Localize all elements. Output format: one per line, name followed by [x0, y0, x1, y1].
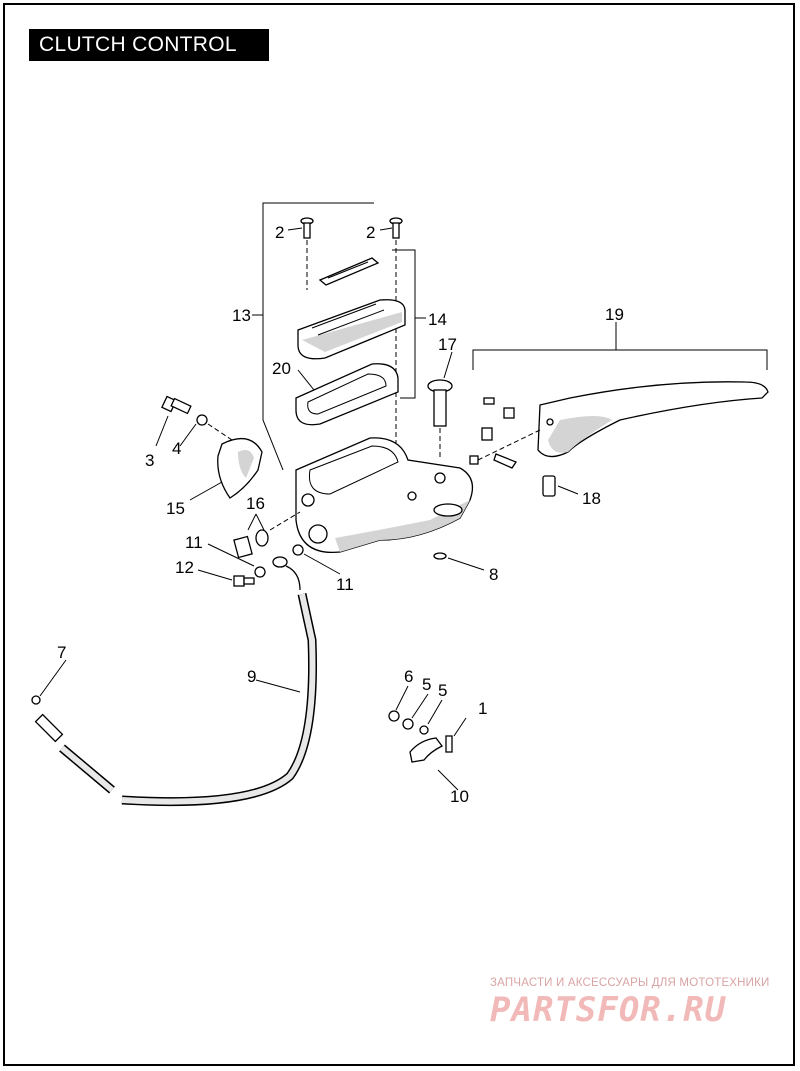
screw-2-right	[389, 217, 403, 470]
clamp-15	[217, 437, 263, 499]
clutch-lever-19	[469, 381, 769, 469]
banjo-bolt-12	[233, 575, 255, 587]
clutch-hose-9	[31, 556, 317, 807]
watermark-tagline: ЗАПЧАСТИ И АКСЕССУАРЫ ДЛЯ МОТОТЕХНИКИ	[490, 977, 770, 989]
callout-10: 10	[450, 787, 469, 806]
leader-lines	[39, 227, 617, 791]
callout-19: 19	[605, 305, 624, 324]
callout-3: 3	[145, 451, 154, 470]
page-title: CLUTCH CONTROL	[29, 29, 269, 61]
callout-9: 9	[247, 667, 256, 686]
callout-18: 18	[582, 489, 601, 508]
callout-17: 17	[438, 335, 457, 354]
washer-5-a	[402, 718, 414, 730]
callout-5-b: 5	[438, 681, 447, 700]
gasket-20	[295, 363, 399, 426]
washer-4	[196, 414, 233, 441]
screw-2-left	[300, 217, 314, 290]
bolt-3	[161, 395, 192, 415]
callout-7: 7	[57, 643, 66, 662]
callout-11-left: 11	[185, 533, 203, 552]
callout-12: 12	[175, 558, 194, 577]
washer-5-b	[419, 725, 429, 735]
screw-1	[445, 735, 453, 753]
callout-1: 1	[478, 699, 487, 718]
diagram-frame	[3, 3, 795, 1066]
callout-15: 15	[166, 499, 185, 518]
bracket-13	[262, 202, 374, 471]
reservoir-cover	[297, 299, 406, 360]
bracket-19	[472, 349, 768, 370]
retaining-ring-8	[433, 552, 447, 560]
reservoir-label-plate	[318, 257, 380, 286]
bushing-18	[542, 475, 556, 497]
callout-2-right: 2	[366, 223, 375, 242]
bracket-14	[392, 249, 416, 399]
master-cylinder-body	[295, 437, 474, 554]
watermark-logo: PARTSFOR.RU	[490, 990, 727, 1030]
cable-bracket-10	[409, 737, 443, 763]
callout-5-a: 5	[422, 675, 431, 694]
callout-20: 20	[272, 359, 291, 378]
cap-16	[233, 511, 301, 559]
callout-11-right: 11	[336, 575, 354, 594]
callout-8: 8	[489, 565, 498, 584]
callout-14: 14	[428, 310, 447, 329]
callout-2-left: 2	[275, 223, 284, 242]
callout-4: 4	[172, 439, 181, 458]
washer-11-right	[292, 544, 304, 556]
washer-11-left	[254, 566, 266, 578]
pivot-pin-17	[427, 379, 453, 460]
callout-13: 13	[232, 306, 251, 325]
callout-6: 6	[404, 667, 413, 686]
nut-6	[388, 710, 400, 722]
callout-16: 16	[246, 494, 265, 513]
